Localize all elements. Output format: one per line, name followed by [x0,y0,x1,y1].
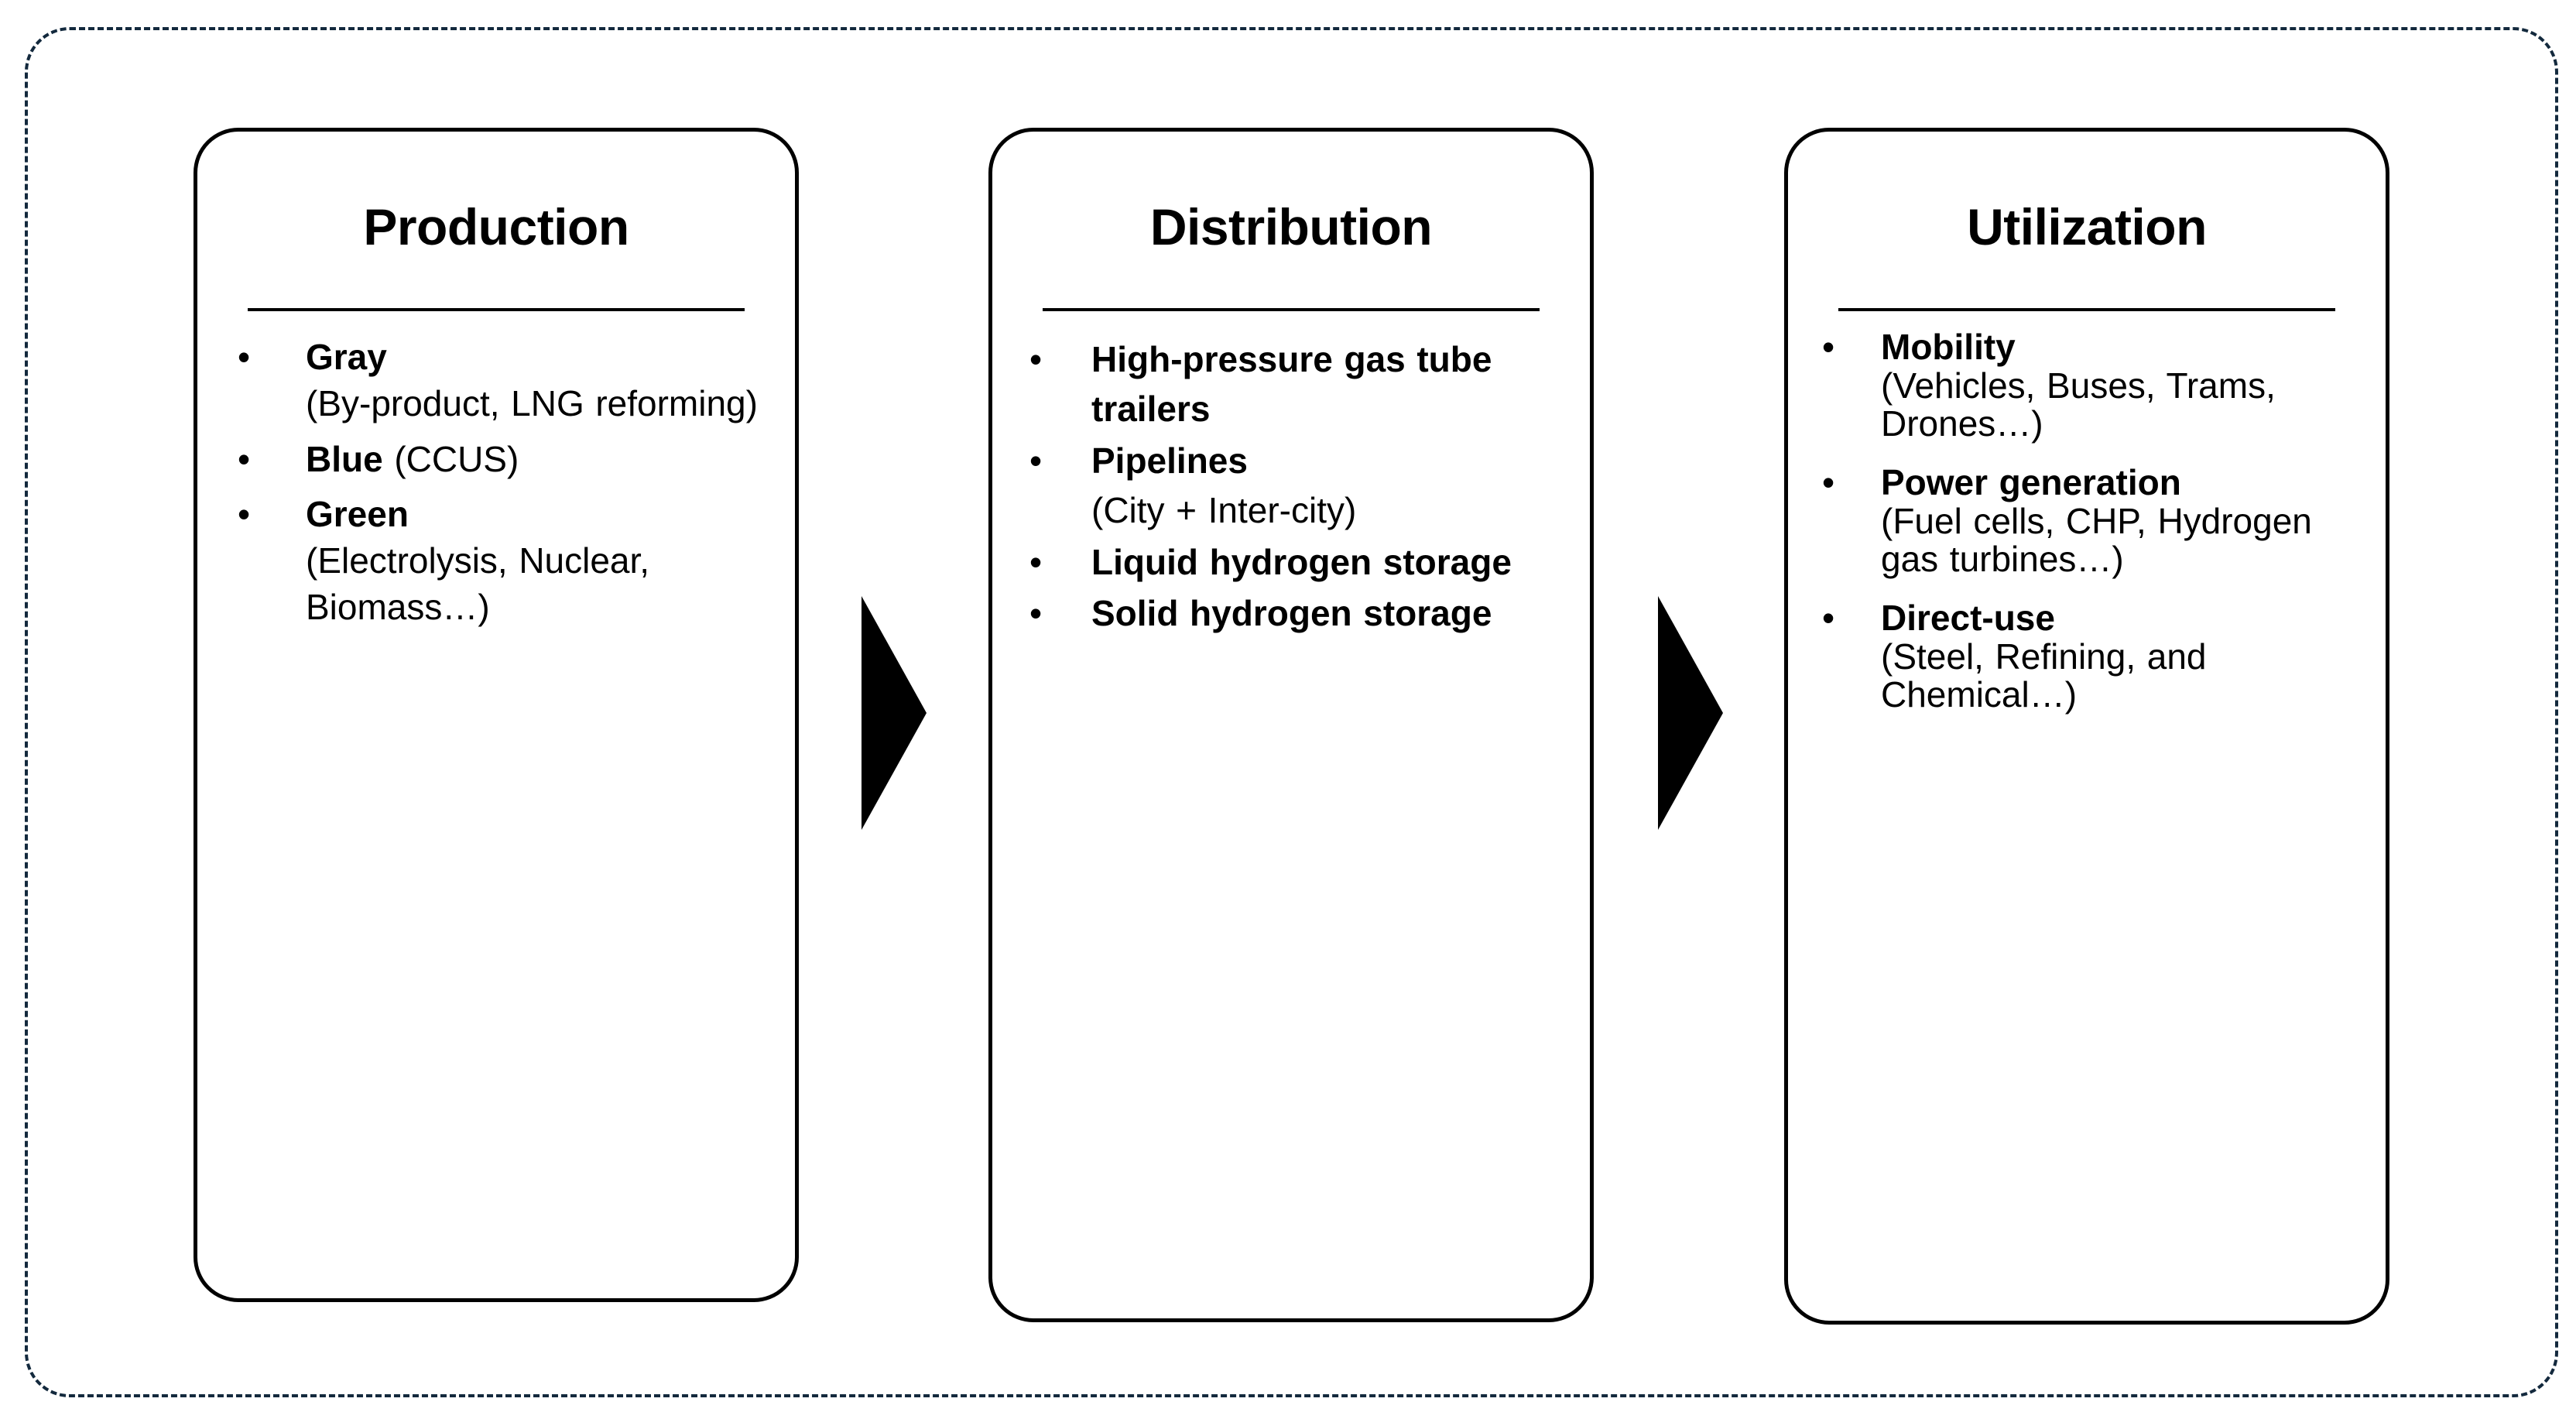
card-divider-distribution [1043,308,1540,311]
list-item-lead: Green [306,494,409,535]
list-item-lead: Liquid hydrogen storage [1091,541,1512,582]
list-item-text: Pipelines (City + Inter-city) [1091,436,1584,536]
list-item: • Solid hydrogen storage [1023,588,1584,638]
list-item-text: Direct-use(Steel, Refining, and Chemical… [1881,598,2379,715]
list-item: • Power generation(Fuel cells, CHP, Hydr… [1816,462,2379,580]
list-item-detail: (CCUS) [394,438,519,479]
list-item-detail: (By-product, LNG reforming) [306,382,758,423]
stage-card-production[interactable]: Production • Gray (By-product, LNG reform… [194,128,799,1302]
bullet-icon: • [1029,440,1043,481]
stage-card-distribution[interactable]: Distribution • High-pressure gas tube tr… [988,128,1594,1322]
card-body-utilization: • Mobility(Vehicles, Buses, Trams, Drone… [1788,327,2386,715]
list-item-text: High-pressure gas tube trailers [1091,334,1584,434]
card-title-distribution: Distribution [1149,198,1433,255]
arrow-production-to-distribution-icon [862,596,927,830]
list-item-lead: Gray [306,337,387,377]
bullet-icon: • [238,438,251,479]
bullet-icon: • [1029,339,1043,379]
card-title-utilization: Utilization [1967,198,2207,255]
list-item-lead: Power generation [1881,462,2181,503]
bullet-icon: • [1029,592,1043,633]
list-item-lead: Solid hydrogen storage [1091,592,1492,633]
bullet-icon: • [1822,327,1835,367]
bullet-icon: • [238,494,251,535]
list-item-text: Green (Electrolysis, Nuclear, Biomass…) [306,492,781,630]
list-item-lead: Direct-use [1881,598,2055,639]
outer-dashed-frame [25,27,2558,1397]
list-item-detail: (Fuel cells, CHP, Hydrogen gas turbines…… [1881,500,2312,580]
list-item: • Mobility(Vehicles, Buses, Trams, Drone… [1816,327,2379,444]
list-item-text: Liquid hydrogen storage [1091,537,1584,587]
card-divider-utilization [1838,308,2335,311]
list-item: • Blue (CCUS) [231,437,781,483]
list-item-text: Power generation(Fuel cells, CHP, Hydrog… [1881,462,2379,580]
list-item: • Pipelines (City + Inter-city) [1023,436,1584,536]
card-divider-production [248,308,745,311]
bullet-icon: • [238,337,251,377]
card-body-production: • Gray (By-product, LNG reforming) • Blue… [197,334,795,631]
card-title-production: Production [363,198,629,255]
list-item: • Green (Electrolysis, Nuclear, Biomass…) [231,492,781,630]
list-item: • Gray (By-product, LNG reforming) [231,334,781,427]
list-item: • Direct-use(Steel, Refining, and Chemic… [1816,598,2379,715]
list-item-lead: Mobility [1881,327,2016,367]
list-item-detail: (Steel, Refining, and Chemical…) [1881,636,2207,715]
list-item-text: Gray (By-product, LNG reforming) [306,334,781,427]
stage-card-utilization[interactable]: Utilization • Mobility(Vehicles, Buses, … [1784,128,2389,1325]
list-item-text: Blue (CCUS) [306,437,781,483]
list-item-detail: (Vehicles, Buses, Trams, Drones…) [1881,365,2276,444]
bullet-icon: • [1822,462,1835,503]
bullet-icon: • [1822,598,1835,639]
list-item: • High-pressure gas tube trailers [1023,334,1584,434]
bullet-icon: • [1029,541,1043,582]
list-item-text: Solid hydrogen storage [1091,588,1584,638]
list-item: • Liquid hydrogen storage [1023,537,1584,587]
arrow-distribution-to-utilization-icon [1658,596,1723,830]
card-body-distribution: • High-pressure gas tube trailers • Pipe… [992,334,1590,638]
list-item-lead: Pipelines [1091,440,1248,481]
list-item-text: Mobility(Vehicles, Buses, Trams, Drones…… [1881,327,2379,444]
list-item-lead: High-pressure gas tube trailers [1091,339,1492,430]
list-item-detail: (Electrolysis, Nuclear, Biomass…) [306,540,650,627]
list-item-detail: (City + Inter-city) [1091,490,1357,531]
list-item-lead: Blue [306,438,383,479]
